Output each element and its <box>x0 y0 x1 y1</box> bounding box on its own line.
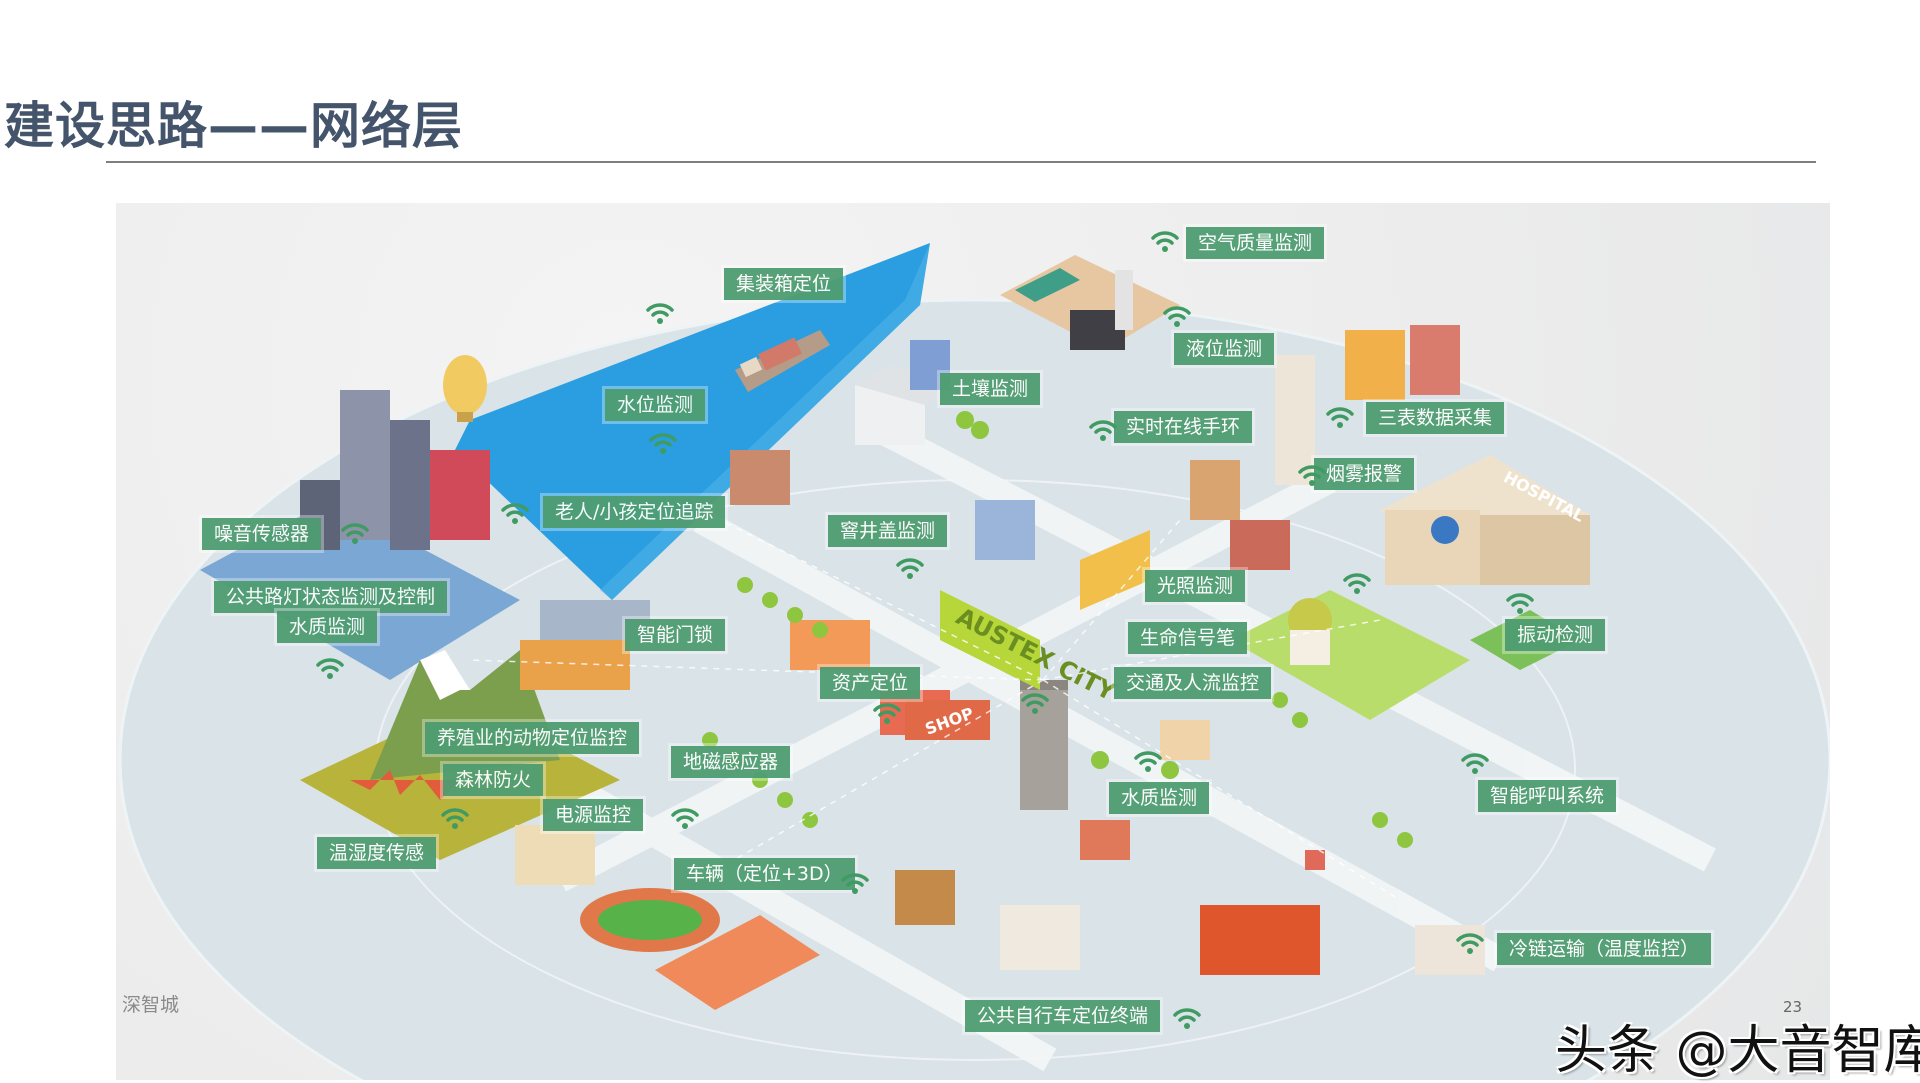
city-scene: AUSTEX CITY <box>118 243 1830 1080</box>
sensor-label-manhole-cover: 窨井盖监测 <box>828 515 948 547</box>
sensor-label-cold-chain: 冷链运输（温度监控） <box>1497 933 1712 965</box>
sensor-label-water-level: 水位监测 <box>605 389 706 421</box>
wifi-signal-icon <box>1505 590 1535 616</box>
sensor-label-smart-lock: 智能门锁 <box>625 619 726 651</box>
sensor-label-soil: 土壤监测 <box>940 373 1041 405</box>
wifi-signal-icon <box>648 430 678 456</box>
sensor-label-smart-call: 智能呼叫系统 <box>1478 780 1617 812</box>
wifi-signal-icon <box>1162 303 1192 329</box>
sensor-label-noise-sensor: 噪音传感器 <box>202 518 322 550</box>
sensor-label-power-monitor: 电源监控 <box>543 799 644 831</box>
wifi-signal-icon <box>840 870 870 896</box>
wifi-signal-icon <box>670 805 700 831</box>
sensor-label-vital-sign-pen: 生命信号笔 <box>1128 622 1248 654</box>
wifi-signal-icon <box>440 805 470 831</box>
sensor-label-water-quality-mid: 水质监测 <box>1109 782 1210 814</box>
shop-building: SHOP <box>905 700 990 740</box>
wifi-signal-icon <box>1133 748 1163 774</box>
stadium <box>580 888 820 1010</box>
wifi-signal-icon <box>340 520 370 546</box>
sensor-label-traffic-people-flow: 交通及人流监控 <box>1114 667 1272 699</box>
wifi-signal-icon <box>1088 417 1118 443</box>
sensor-label-light: 光照监测 <box>1145 570 1246 602</box>
sensor-label-elderly-child-tracking: 老人/小孩定位追踪 <box>543 496 726 528</box>
sensor-label-vehicle: 车辆（定位+3D） <box>674 858 855 890</box>
sensor-label-livestock-tracking: 养殖业的动物定位监控 <box>425 722 640 754</box>
watermark: 头条 @大音智库 <box>1555 1021 1920 1081</box>
wifi-signal-icon <box>1150 228 1180 254</box>
sensor-label-forest-fire: 森林防火 <box>443 764 544 796</box>
wifi-signal-icon <box>1460 750 1490 776</box>
sensor-label-container-positioning: 集装箱定位 <box>724 268 844 300</box>
title-divider <box>106 161 1816 163</box>
sensor-label-public-bike: 公共自行车定位终端 <box>965 1000 1161 1032</box>
sensor-label-temp-humidity: 温湿度传感 <box>317 837 437 869</box>
footer-brand: 深智城 <box>122 994 180 1016</box>
page-number: 23 <box>1783 998 1803 1016</box>
sensor-label-liquid-level: 液位监测 <box>1174 333 1275 365</box>
sensor-label-vibration: 振动检测 <box>1505 619 1606 651</box>
wifi-signal-icon <box>1020 690 1050 716</box>
sensor-label-geomagnetic-sensor: 地磁感应器 <box>671 746 791 778</box>
sensor-label-asset-positioning: 资产定位 <box>820 667 921 699</box>
wifi-signal-icon <box>315 655 345 681</box>
container-ship-icon <box>735 330 830 392</box>
wifi-signal-icon <box>645 300 675 326</box>
wifi-signal-icon <box>1172 1005 1202 1031</box>
sensor-label-smoke-alarm: 烟雾报警 <box>1314 458 1415 490</box>
slide-title: 建设思路——网络层 <box>4 97 463 155</box>
factory-block <box>1000 255 1180 350</box>
sensor-label-streetlight: 公共路灯状态监测及控制 <box>214 581 448 613</box>
sensor-label-air-quality: 空气质量监测 <box>1186 227 1325 259</box>
wifi-signal-icon <box>872 700 902 726</box>
sensor-label-water-quality-left: 水质监测 <box>277 611 378 643</box>
wifi-signal-icon <box>1297 462 1327 488</box>
sensor-label-three-meters: 三表数据采集 <box>1366 402 1505 434</box>
central-tower <box>1020 680 1068 810</box>
trees <box>702 411 1413 848</box>
wifi-signal-icon <box>1455 930 1485 956</box>
wifi-signal-icon <box>895 555 925 581</box>
billboard <box>1080 530 1150 610</box>
sensor-label-wristband: 实时在线手环 <box>1114 411 1253 443</box>
smart-city-illustration: AUSTEX CITY <box>116 203 1830 1080</box>
wifi-signal-icon <box>1325 404 1355 430</box>
wifi-signal-icon <box>1342 570 1372 596</box>
wifi-signal-icon <box>500 500 530 526</box>
